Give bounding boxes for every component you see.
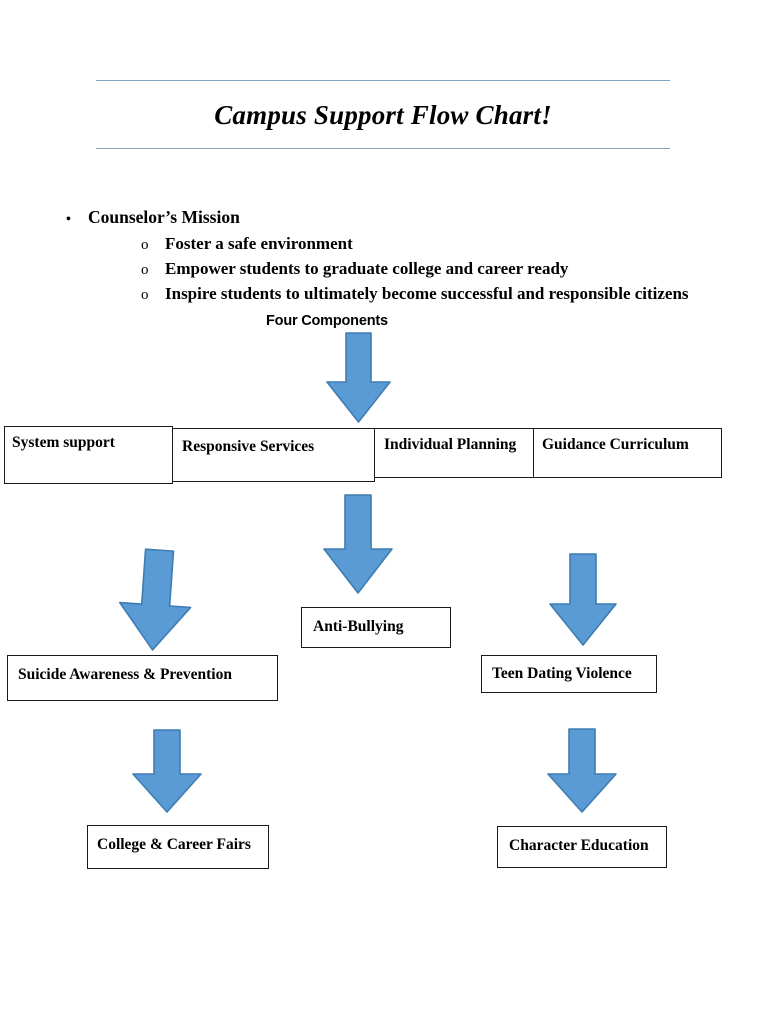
outcome-box-college-career-fairs: College & Career Fairs bbox=[87, 825, 269, 869]
outcome-box-teen-dating-violence: Teen Dating Violence bbox=[481, 655, 657, 693]
down-arrow-icon bbox=[131, 729, 203, 814]
outcome-label: Suicide Awareness & Prevention bbox=[18, 666, 232, 683]
component-label: Individual Planning bbox=[384, 436, 517, 453]
outcome-label: Character Education bbox=[509, 837, 649, 854]
section-label-four-components: Four Components bbox=[266, 313, 388, 329]
component-label: Responsive Services bbox=[182, 438, 315, 455]
outcome-label: Teen Dating Violence bbox=[492, 665, 632, 682]
list-item: o Foster a safe environment bbox=[0, 232, 768, 257]
component-cell-system-support: System support bbox=[4, 426, 173, 484]
component-cell-responsive-services: Responsive Services bbox=[172, 428, 375, 482]
outcome-label: Anti-Bullying bbox=[313, 618, 404, 635]
outcome-box-suicide-awareness-prevention: Suicide Awareness & Prevention bbox=[7, 655, 278, 701]
circle-bullet-icon: o bbox=[141, 237, 149, 253]
circle-bullet-icon: o bbox=[141, 262, 149, 278]
component-label: Guidance Curriculum bbox=[542, 436, 689, 453]
title-rule-bottom bbox=[96, 148, 670, 149]
down-arrow-icon bbox=[546, 728, 618, 814]
mission-list: • Counselor’s Mission o Foster a safe en… bbox=[0, 205, 768, 329]
component-label: System support bbox=[12, 434, 115, 451]
mission-item-label: Empower students to graduate college and… bbox=[165, 259, 569, 278]
outcome-box-anti-bullying: Anti-Bullying bbox=[301, 607, 451, 648]
mission-item-label: Inspire students to ultimately become su… bbox=[165, 284, 689, 303]
down-arrow-icon bbox=[325, 332, 392, 424]
page-title: Campus Support Flow Chart! bbox=[214, 100, 552, 130]
list-item: o Empower students to graduate college a… bbox=[0, 257, 768, 282]
title-rule-top bbox=[96, 80, 670, 81]
bullet-icon: • bbox=[66, 212, 71, 227]
down-arrow-icon bbox=[548, 553, 618, 647]
down-arrow-icon bbox=[114, 547, 196, 655]
title-block: Campus Support Flow Chart! bbox=[96, 80, 670, 149]
list-item-mission-heading: • Counselor’s Mission bbox=[0, 205, 768, 232]
outcome-label: College & Career Fairs bbox=[97, 836, 251, 853]
outcome-box-character-education: Character Education bbox=[497, 826, 667, 868]
circle-bullet-icon: o bbox=[141, 287, 149, 303]
list-item: o Inspire students to ultimately become … bbox=[0, 282, 768, 307]
component-cell-guidance-curriculum: Guidance Curriculum bbox=[533, 428, 722, 478]
mission-item-label: Foster a safe environment bbox=[165, 234, 353, 253]
component-cell-individual-planning: Individual Planning bbox=[374, 428, 534, 478]
down-arrow-icon bbox=[322, 494, 394, 595]
mission-heading-label: Counselor’s Mission bbox=[88, 207, 240, 227]
